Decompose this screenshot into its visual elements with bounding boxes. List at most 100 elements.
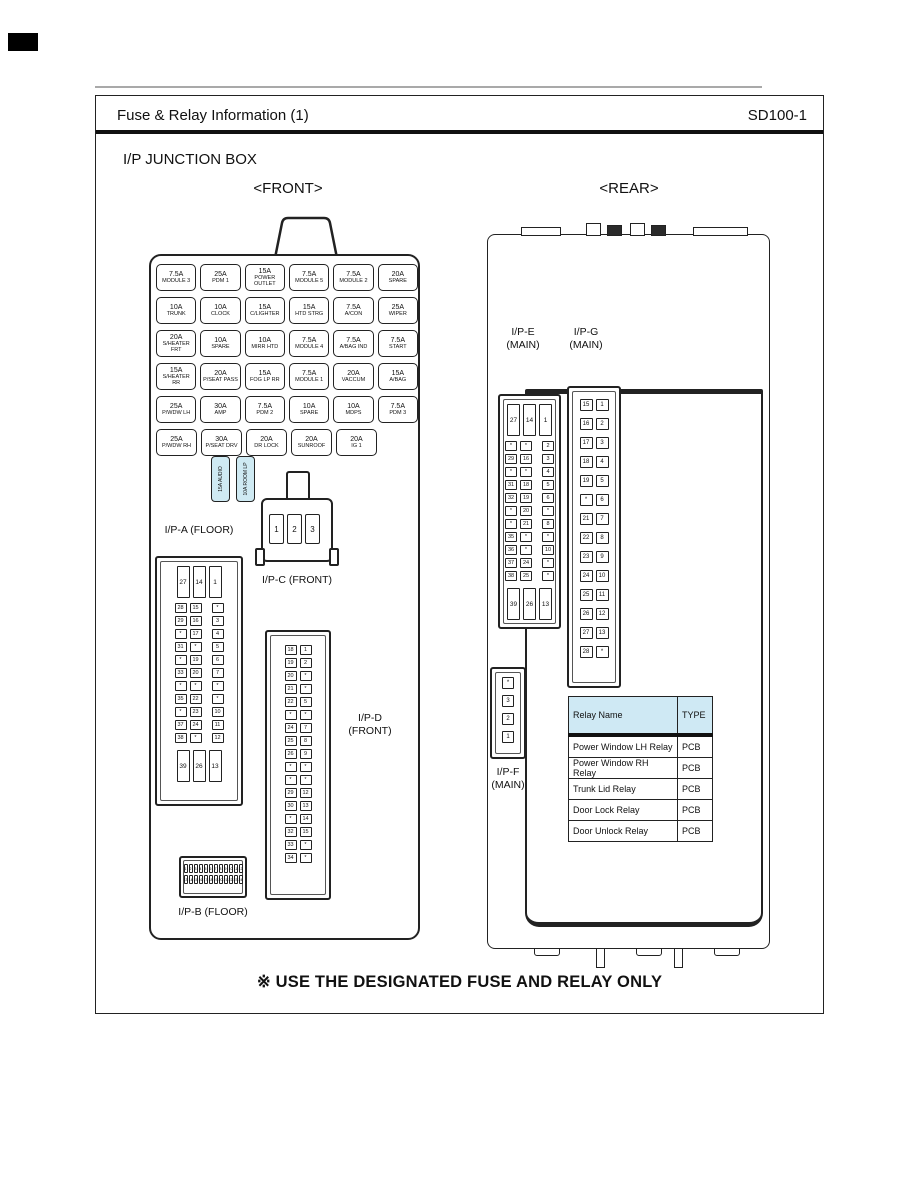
- fuse-name-label: MODULE 5: [295, 277, 324, 284]
- pin: 22: [228, 875, 233, 884]
- fuse-amp-label: 25A: [170, 435, 183, 443]
- pin: 26: [579, 608, 593, 620]
- fuse-amp-label: 30A: [214, 402, 227, 410]
- pin-blank: *: [284, 710, 297, 720]
- rear-top-step: [521, 227, 561, 236]
- pin-blank: *: [520, 545, 532, 555]
- fuse-name-label: P/WDW LH: [162, 409, 191, 416]
- pin: 9: [223, 864, 228, 873]
- fuse-amp-label: 25A: [169, 402, 183, 410]
- pin-blank: *: [189, 681, 202, 691]
- pin: 3: [193, 864, 198, 873]
- pin: 4: [211, 629, 224, 639]
- pin: 2: [542, 441, 554, 451]
- pin: 35: [505, 532, 517, 542]
- fuse-name-label: A/BAG: [389, 376, 407, 383]
- pin-row: 34*: [284, 853, 312, 863]
- section-title: I/P JUNCTION BOX: [123, 151, 257, 168]
- pin-blank: *: [174, 655, 187, 665]
- mini-fuse-audio: 15A AUDIO: [211, 456, 230, 502]
- pin-row: 35**: [505, 532, 554, 542]
- pin: 23: [189, 707, 202, 717]
- relay-name-cell: Power Window RH Relay: [568, 756, 678, 779]
- pin: 12: [238, 864, 243, 873]
- pin: 11: [233, 864, 238, 873]
- fuse-amp-label: 7.5A: [346, 270, 361, 278]
- pin: 36: [505, 545, 517, 555]
- fuse-amp-label: 7.5A: [168, 270, 184, 278]
- pin: 28: [579, 646, 593, 658]
- pin: 4: [542, 467, 554, 477]
- pin: 7: [299, 723, 312, 733]
- pin: 10: [595, 570, 609, 582]
- pin: 27: [579, 627, 593, 639]
- pin: 24: [238, 875, 243, 884]
- pin: 8: [542, 519, 554, 529]
- pin: 8: [299, 736, 312, 746]
- rear-foot-tab: [714, 948, 740, 956]
- pin: 24: [579, 570, 593, 582]
- rear-inner-frame: [525, 389, 763, 927]
- ipg-label: I/P-G (MAIN): [569, 326, 603, 352]
- fuse-name-label: PDM 3: [389, 409, 407, 416]
- pin: 39: [507, 588, 520, 620]
- pin: 15: [299, 827, 312, 837]
- pin: 8: [218, 864, 223, 873]
- pin: 21: [520, 519, 532, 529]
- relay-table-header-cell: Relay Name: [568, 696, 678, 735]
- pin-blank: *: [174, 707, 187, 717]
- pin: 20: [520, 506, 532, 516]
- pin: 12: [595, 608, 609, 620]
- pin: 27: [176, 566, 190, 598]
- fuse-amp-label: 7.5A: [257, 402, 273, 410]
- pin-row: **2: [505, 441, 554, 451]
- fuse-name-label: IG 1: [351, 442, 362, 449]
- rear-top-step: [693, 227, 748, 236]
- pin-blank: *: [542, 571, 554, 581]
- pin: 27: [507, 404, 520, 436]
- pin: 2: [299, 658, 312, 668]
- ipd-label: I/P-D (FRONT): [348, 712, 392, 738]
- pin: 5: [299, 697, 312, 707]
- pin: 3: [502, 695, 514, 707]
- fuse-amp-label: 10A: [347, 402, 360, 410]
- fuse-amp-label: 7.5A: [301, 336, 317, 344]
- pin-row: 36*10: [505, 545, 554, 555]
- pin-blank: *: [542, 506, 554, 516]
- pin: 18: [579, 456, 593, 468]
- fuse-name-label: TRUNK: [166, 310, 186, 317]
- pin: 26: [192, 750, 206, 782]
- fuse-name-label: SPARE: [388, 277, 407, 284]
- rear-top-tab: [586, 223, 601, 236]
- rear-foot-tab: [534, 948, 560, 956]
- pin: 12: [211, 733, 224, 743]
